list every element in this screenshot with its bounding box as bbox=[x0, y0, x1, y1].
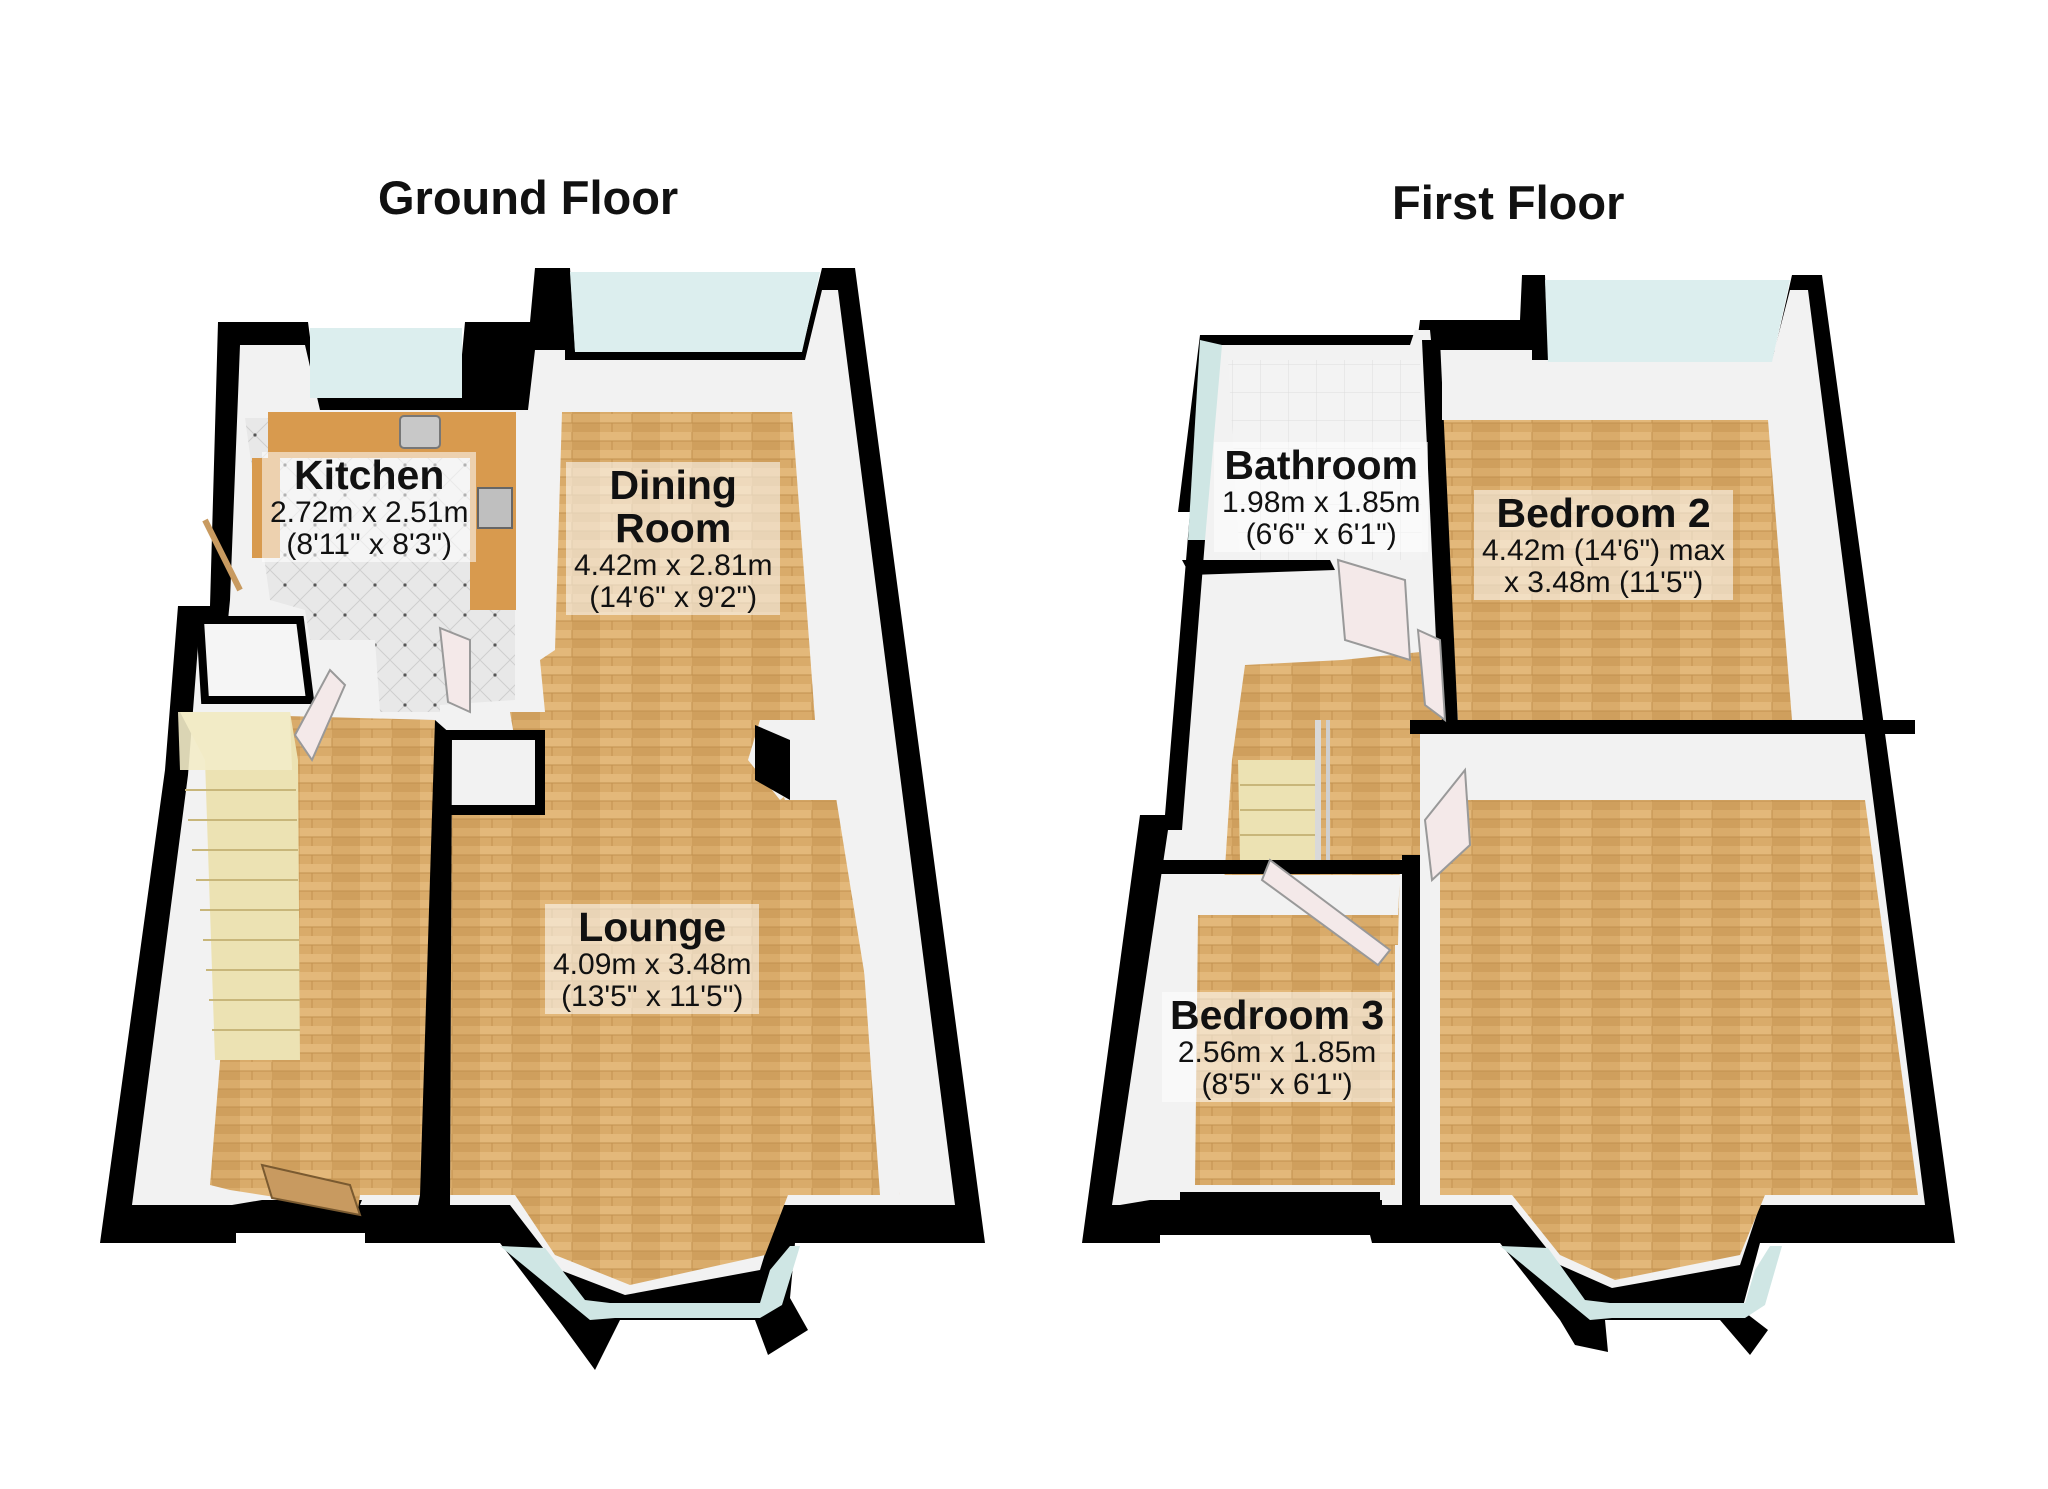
kitchen-hob bbox=[477, 487, 513, 529]
kitchen-window bbox=[310, 328, 462, 398]
lounge-metric: 4.09m x 3.48m bbox=[553, 948, 752, 982]
bathroom-label: Bathroom 1.98m x 1.85m (6'6" x 6'1") bbox=[1214, 442, 1429, 553]
lounge-name: Lounge bbox=[578, 904, 727, 950]
bedroom3-imperial: (8'5" x 6'1") bbox=[1201, 1067, 1353, 1101]
bedroom2-door bbox=[1416, 628, 1447, 723]
bathroom-landing-wall bbox=[1182, 560, 1335, 575]
lounge-chimney-breast bbox=[760, 728, 900, 1195]
bedroom3-name: Bedroom 3 bbox=[1170, 992, 1385, 1038]
bathroom-name: Bathroom bbox=[1224, 442, 1419, 488]
dining-window bbox=[570, 272, 820, 352]
bedroom2-left-wall bbox=[1422, 340, 1458, 725]
bedroom2-window bbox=[1545, 280, 1790, 362]
bedroom2-bedroom1-wall bbox=[1410, 720, 1915, 734]
dining-room-name-line2: Room bbox=[615, 505, 732, 552]
bedroom3-label: Bedroom 3 2.56m x 1.85m (8'5" x 6'1") bbox=[1162, 992, 1393, 1103]
bedroom2-name: Bedroom 2 bbox=[1496, 490, 1711, 536]
bathroom-imperial: (6'6" x 6'1") bbox=[1245, 517, 1397, 551]
bedroom2-wall-face-left bbox=[1442, 350, 1532, 420]
lounge-imperial: (13'5" x 11'5") bbox=[561, 979, 744, 1013]
lounge-label: Lounge 4.09m x 3.48m (13'5" x 11'5") bbox=[545, 904, 760, 1015]
landing-cupboard bbox=[1205, 575, 1342, 665]
kitchen-side-door bbox=[202, 518, 243, 592]
bedroom3-door bbox=[1260, 858, 1392, 967]
ground-floor-plan bbox=[100, 268, 985, 1370]
kitchen-dining-door bbox=[438, 626, 471, 714]
ground-staircase bbox=[178, 712, 300, 1060]
kitchen-hall-door bbox=[293, 668, 347, 763]
first-floor-title: First Floor bbox=[1392, 176, 1625, 229]
bedroom1-floor bbox=[1440, 800, 1918, 1280]
dining-lounge-floor bbox=[450, 412, 900, 1285]
dining-lounge-partition bbox=[435, 730, 545, 815]
kitchen-metric: 2.72m x 2.51m bbox=[270, 496, 469, 530]
bedroom1-back-wall-face bbox=[1440, 740, 1865, 800]
bedroom2-metric: 4.42m (14'6") max bbox=[1482, 534, 1726, 568]
front-door bbox=[260, 1163, 362, 1217]
bedroom1-left-wall bbox=[1402, 855, 1420, 1205]
bedroom2-label: Bedroom 2 4.42m (14'6") max x 3.48m (11'… bbox=[1474, 490, 1734, 601]
dining-room-name-line1: Dining bbox=[609, 462, 737, 508]
bedroom2-imperial: x 3.48m (11'5") bbox=[1503, 565, 1704, 599]
kitchen-counter-right bbox=[470, 458, 516, 610]
bedroom3-bottom-wall bbox=[1180, 1192, 1380, 1202]
under-stairs-cupboard bbox=[195, 616, 315, 704]
lounge-chimney-wall bbox=[755, 725, 790, 800]
kitchen-sink bbox=[399, 415, 441, 449]
bathroom-window bbox=[1188, 340, 1222, 540]
bathroom-door bbox=[1336, 558, 1412, 662]
bedroom1-bay-window bbox=[1500, 1246, 1782, 1320]
kitchen-name: Kitchen bbox=[294, 452, 445, 498]
lounge-bay-window bbox=[500, 1246, 800, 1320]
dining-room-metric: 4.42m x 2.81m bbox=[574, 549, 773, 583]
first-staircase bbox=[1238, 720, 1330, 870]
bathroom-metric: 1.98m x 1.85m bbox=[1222, 486, 1421, 520]
hall-lounge-wall bbox=[418, 720, 452, 1205]
kitchen-imperial: (8'11" x 8'3") bbox=[286, 527, 453, 561]
dining-room-label: Dining Room 4.42m x 2.81m (14'6" x 9'2") bbox=[566, 462, 781, 616]
dining-room-imperial: (14'6" x 9'2") bbox=[589, 580, 758, 614]
first-floor-plan bbox=[1082, 275, 1955, 1355]
ground-floor-title: Ground Floor bbox=[378, 171, 679, 224]
kitchen-counter-top bbox=[268, 412, 516, 458]
bedroom1-door bbox=[1423, 767, 1472, 883]
bedroom3-metric: 2.56m x 1.85m bbox=[1177, 1036, 1377, 1070]
kitchen-label: Kitchen 2.72m x 2.51m (8'11" x 8'3") bbox=[262, 452, 477, 563]
